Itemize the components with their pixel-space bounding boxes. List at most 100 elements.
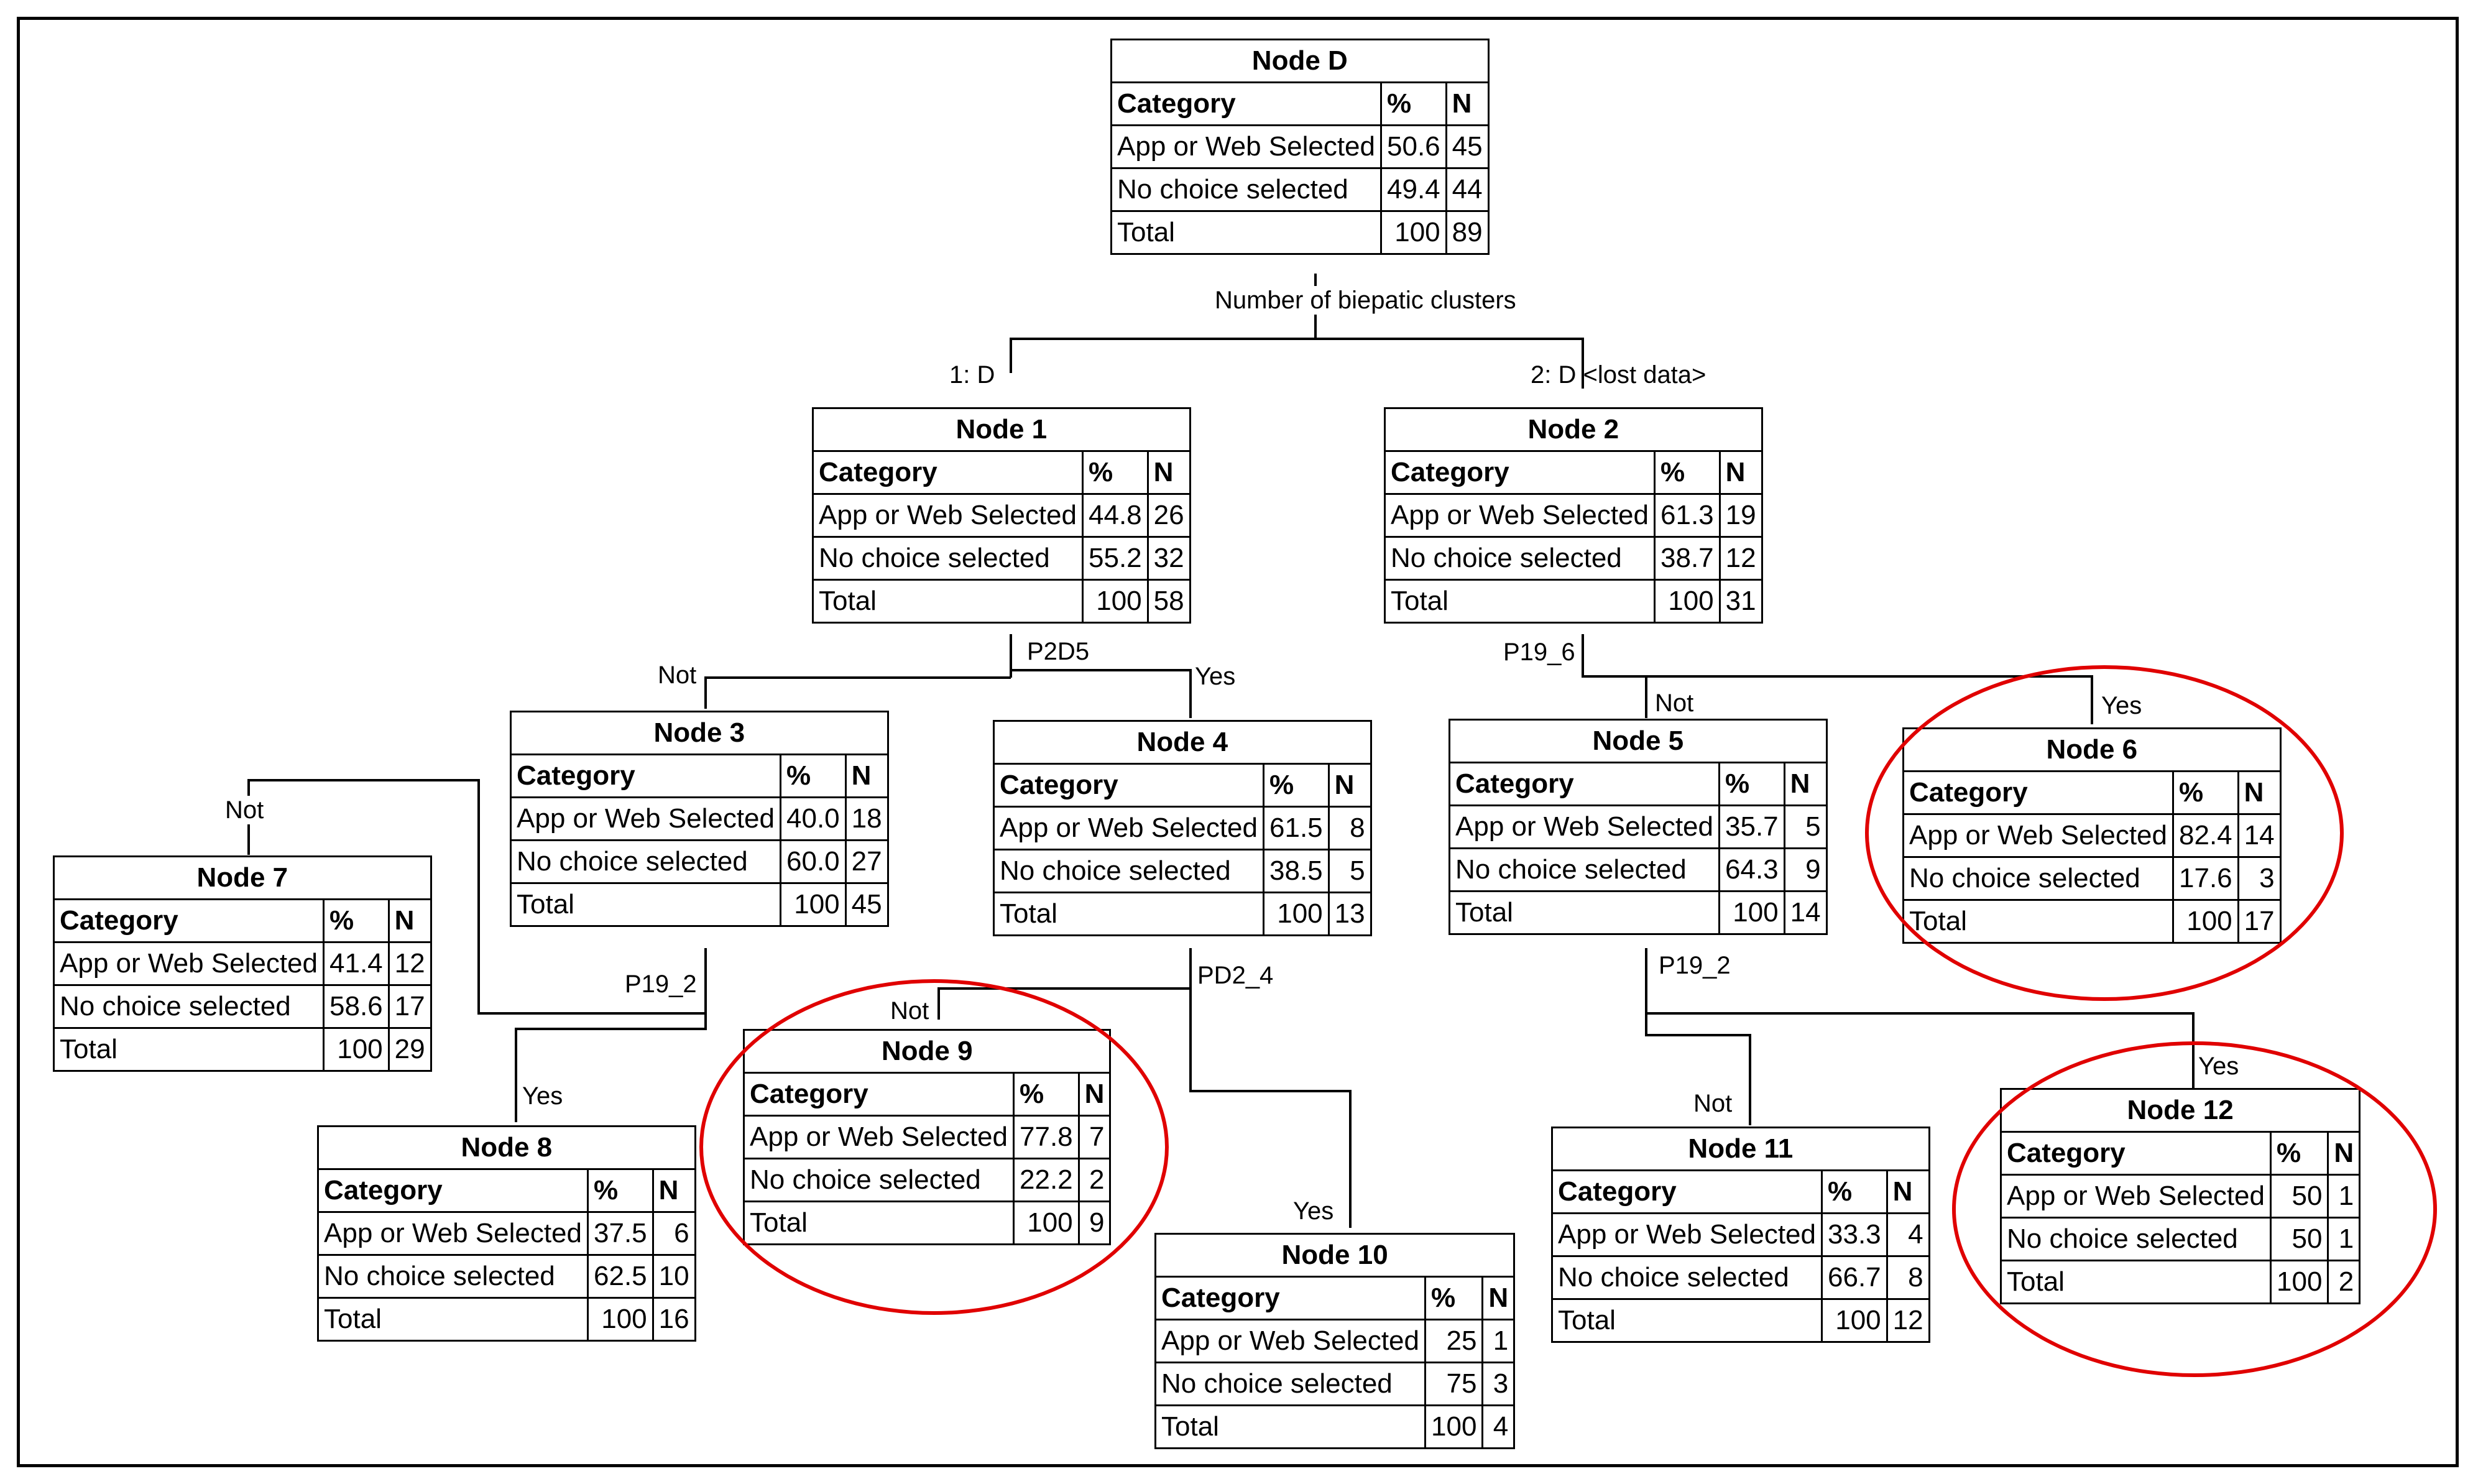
node-title-row: Node 11 <box>1551 1127 1930 1171</box>
category-cell: App or Web Selected <box>993 806 1264 850</box>
percent-cell: 41.4 <box>323 941 390 986</box>
percent-cell: 100 <box>587 1297 654 1342</box>
branch-label-node1: 1: D <box>949 361 995 389</box>
category-cell: App or Web Selected <box>53 941 325 986</box>
percent-cell: 22.2 <box>1013 1158 1080 1202</box>
percent-cell: 100 <box>1013 1201 1080 1245</box>
count-cell: 14 <box>1783 890 1828 935</box>
category-cell: App or Web Selected <box>1551 1212 1823 1257</box>
node-title: Node 3 <box>510 711 889 755</box>
category-header: Category <box>1110 81 1382 126</box>
count-cell: 7 <box>1077 1115 1112 1159</box>
node-title-row: Node 5 <box>1449 719 1828 763</box>
node-title-row: Node 3 <box>510 711 889 755</box>
category-cell: Total <box>1902 899 2174 944</box>
count-cell: 4 <box>1481 1404 1516 1449</box>
percent-cell: 82.4 <box>2172 813 2239 858</box>
count-cell: 89 <box>1445 210 1490 255</box>
node-title: Node 5 <box>1449 719 1828 763</box>
percent-cell: 77.8 <box>1013 1115 1080 1159</box>
count-cell: 2 <box>2327 1260 2361 1304</box>
count-cell: 5 <box>1327 849 1372 893</box>
node-header-row: Category%N <box>812 450 1191 495</box>
node-header-row: Category%N <box>743 1072 1112 1117</box>
category-header: Category <box>743 1072 1015 1117</box>
count-cell: 12 <box>1886 1298 1930 1343</box>
count-cell: 16 <box>652 1297 696 1342</box>
branch-label-node7: Not <box>223 796 267 824</box>
node-title: Node 12 <box>1999 1088 2361 1133</box>
percent-header: % <box>323 898 390 943</box>
percent-cell: 75 <box>1424 1362 1484 1406</box>
category-header: Category <box>993 763 1264 808</box>
category-cell: Total <box>993 892 1264 936</box>
count-cell: 29 <box>387 1027 432 1072</box>
category-cell: Total <box>510 882 781 927</box>
category-cell: No choice selected <box>510 839 781 884</box>
category-header: Category <box>53 898 325 943</box>
branch-label-node8: Yes <box>522 1082 563 1110</box>
percent-header: % <box>1654 450 1721 495</box>
percent-header: % <box>2172 770 2239 815</box>
split-label-node4: PD2_4 <box>1197 962 1274 989</box>
category-cell: Total <box>1384 579 1656 624</box>
percent-header: % <box>780 754 847 798</box>
percent-cell: 100 <box>1380 210 1447 255</box>
count-header: N <box>1718 450 1763 495</box>
node-header-row: Category%N <box>1449 762 1828 806</box>
category-cell: No choice selected <box>743 1158 1015 1202</box>
count-cell: 44 <box>1445 167 1490 212</box>
category-cell: App or Web Selected <box>1384 493 1656 538</box>
branch-label-node3: Not <box>658 661 697 689</box>
branch-label-node9: Not <box>890 997 929 1025</box>
percent-cell: 66.7 <box>1821 1255 1888 1300</box>
category-cell: App or Web Selected <box>1154 1319 1426 1363</box>
count-cell: 17 <box>2237 899 2282 944</box>
branch-label-node4: Yes <box>1195 663 1236 690</box>
count-cell: 12 <box>387 941 432 986</box>
category-cell: No choice selected <box>2000 1217 2272 1261</box>
node-title: Node 9 <box>742 1029 1112 1074</box>
percent-header: % <box>1082 450 1149 495</box>
percent-header: % <box>1718 762 1785 806</box>
percent-cell: 100 <box>1718 890 1785 935</box>
count-cell: 45 <box>1445 124 1490 169</box>
percent-cell: 100 <box>1654 579 1721 624</box>
percent-cell: 100 <box>1424 1404 1484 1449</box>
percent-cell: 100 <box>2172 899 2239 944</box>
count-header: N <box>844 754 889 798</box>
branch-label-node12: Yes <box>2198 1053 2239 1080</box>
count-cell: 6 <box>652 1211 696 1256</box>
count-cell: 26 <box>1146 493 1191 538</box>
category-cell: Total <box>1110 210 1382 255</box>
node-header-row: Category%N <box>1110 81 1490 126</box>
category-cell: No choice selected <box>317 1254 589 1299</box>
percent-header: % <box>587 1168 654 1213</box>
percent-cell: 64.3 <box>1718 847 1785 892</box>
percent-cell: 100 <box>2269 1260 2329 1304</box>
percent-header: % <box>1821 1169 1888 1214</box>
category-cell: Total <box>812 579 1084 624</box>
percent-header: % <box>1380 81 1447 126</box>
category-cell: Total <box>53 1027 325 1072</box>
percent-cell: 50 <box>2269 1217 2329 1261</box>
category-cell: App or Web Selected <box>510 796 781 841</box>
category-cell: Total <box>1154 1404 1426 1449</box>
node-title: Node 6 <box>1902 727 2282 772</box>
